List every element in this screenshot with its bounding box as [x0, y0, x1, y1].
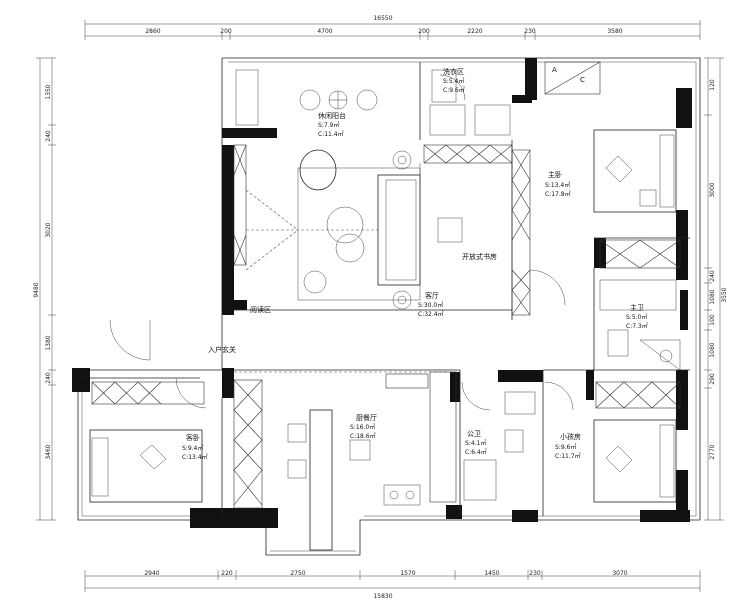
laundry-area: S:5.4㎡	[443, 77, 464, 85]
top-dim-4: 200	[418, 28, 430, 35]
right-dim-6: 1080	[709, 342, 716, 357]
top-dim-1: 2860	[145, 28, 160, 35]
laundry-gross: C:9.6㎡	[443, 86, 465, 94]
balcony-gross: C:11.4㎡	[318, 130, 344, 138]
left-dim-5: 240	[45, 372, 52, 384]
right-sub-dim: 3550	[721, 287, 728, 302]
bottom-dimensions: 2940 220 2750 1570 1450 230 3070 15830	[84, 570, 701, 600]
living-area: S:30.0㎡	[418, 301, 443, 309]
master-bath-gross: C:7.3㎡	[626, 322, 648, 330]
walls-solid	[72, 58, 692, 528]
left-dim-4: 1380	[45, 335, 52, 350]
right-dim-8: 2770	[709, 444, 716, 459]
top-total-dim: 16550	[373, 15, 392, 22]
laundry-name: 洗衣区	[443, 67, 464, 76]
right-dim-7: 290	[709, 373, 716, 385]
kids-area: S:9.6㎡	[555, 443, 576, 451]
master-gross: C:17.8㎡	[545, 190, 571, 198]
dining-gross: C:18.6㎡	[350, 432, 376, 440]
study-name: 开放式书房	[462, 252, 497, 261]
public-bath-area: S:4.1㎡	[465, 439, 486, 447]
top-dim-5: 2220	[467, 28, 482, 35]
top-dim-6: 230	[524, 28, 536, 35]
marker-a: A	[552, 66, 557, 74]
master-bath-name: 主卫	[630, 303, 644, 312]
right-dim-5: 100	[709, 314, 716, 326]
top-dimensions: 16550 2860 200 4700 200 2220 230 3580	[84, 15, 701, 40]
walls-outline	[77, 57, 701, 556]
right-dim-1: 120	[709, 79, 716, 91]
right-dim-2: 3000	[709, 182, 716, 197]
marker-c: C	[580, 76, 585, 84]
master-area: S:13.4㎡	[545, 181, 570, 189]
doors	[109, 74, 574, 411]
entry-name: 入户玄关	[208, 345, 236, 354]
kids-gross: C:11.7㎡	[555, 452, 581, 460]
guest-gross: C:13.4㎡	[182, 453, 208, 461]
dining-name: 厨餐厅	[356, 413, 377, 422]
top-dim-3: 4700	[317, 28, 332, 35]
living-gross: C:32.4㎡	[418, 310, 444, 318]
bottom-dim-2: 220	[221, 570, 233, 577]
bottom-dim-7: 3070	[612, 570, 627, 577]
furniture	[89, 69, 681, 551]
bottom-dim-4: 1570	[400, 570, 415, 577]
dining-area: S:16.0㎡	[350, 423, 375, 431]
top-dim-2: 200	[220, 28, 232, 35]
public-bath-name: 公卫	[467, 430, 481, 438]
bottom-dim-3: 2750	[290, 570, 305, 577]
right-dim-4: 1080	[709, 289, 716, 304]
balcony-name: 休闲阳台	[318, 111, 346, 120]
bottom-dim-1: 2940	[144, 570, 159, 577]
kids-name: 小孩房	[560, 432, 581, 441]
guest-area: S:9.4㎡	[182, 444, 203, 452]
balcony-area: S:7.9㎡	[318, 121, 339, 129]
room-labels: 休闲阳台 S:7.9㎡ C:11.4㎡ 洗衣区 S:5.4㎡ C:9.6㎡ 主卧…	[182, 66, 648, 461]
cabinets	[91, 61, 681, 509]
right-dimensions: 120 3000 240 1080 100 1080 290 2770 3550	[704, 57, 728, 521]
left-dim-6: 3460	[45, 444, 52, 459]
left-dim-3: 3020	[45, 222, 52, 237]
left-dim-1: 1350	[45, 84, 52, 99]
right-dim-3: 240	[709, 270, 716, 282]
guest-name: 客卧	[186, 433, 200, 442]
bottom-total-dim: 15830	[373, 593, 392, 600]
left-dimensions: 9480 1350 240 3020 1380 240 3460	[33, 57, 56, 521]
master-bath-area: S:5.0㎡	[626, 313, 647, 321]
master-name: 主卧	[548, 170, 562, 179]
bottom-dim-6: 230	[529, 570, 541, 577]
left-total-dim: 9480	[33, 282, 40, 297]
top-dim-7: 3580	[607, 28, 622, 35]
living-name: 客厅	[425, 291, 439, 300]
left-dim-2: 240	[45, 130, 52, 142]
public-bath-gross: C:6.4㎡	[465, 448, 487, 456]
bottom-dim-5: 1450	[484, 570, 499, 577]
reading-name: 阅读区	[250, 305, 271, 314]
